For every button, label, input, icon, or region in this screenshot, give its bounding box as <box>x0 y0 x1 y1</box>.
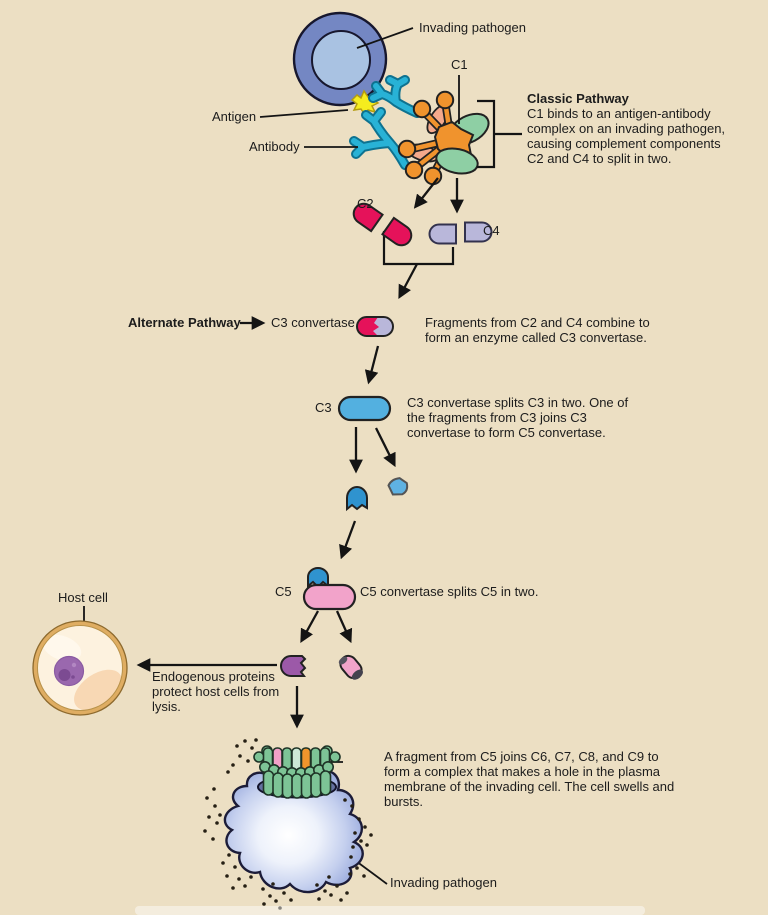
c3-capsule <box>337 395 392 422</box>
label-host-cell: Host cell <box>58 590 108 605</box>
text-mac-description: A fragment from C5 joins C6, C7, C8, and… <box>384 749 675 809</box>
label-c2: C2 <box>357 196 374 211</box>
arrow-to-c3-convertase <box>398 263 419 300</box>
arrow-fragment-to-c5 <box>339 520 357 560</box>
c3-convertase-capsule <box>356 316 394 337</box>
text-c3-description: C3 convertase splits C3 in two. One of t… <box>407 395 629 440</box>
c5-fragments <box>280 654 363 680</box>
line-invading-pathogen-top <box>356 27 414 49</box>
burst-dots <box>203 738 373 910</box>
arrow-c1-to-c2 <box>413 177 439 209</box>
label-antigen: Antigen <box>212 109 257 124</box>
label-c3: C3 <box>315 400 332 415</box>
invading-pathogen-top <box>292 11 388 107</box>
arrow-c5-split-left <box>300 610 320 644</box>
label-antibody: Antibody <box>249 139 300 154</box>
antibody-shapes <box>349 75 422 170</box>
membrane-attack-complex <box>253 745 341 799</box>
c5-convertase <box>302 567 357 611</box>
text-classic-pathway-description: C1 binds to an antigen-antibody complex … <box>527 106 726 166</box>
c3-fragments <box>346 477 409 512</box>
line-antigen <box>259 109 349 118</box>
c2-fragments <box>352 202 413 247</box>
label-invading-pathogen-bottom: Invading pathogen <box>390 875 497 890</box>
classic-pathway-bracket <box>477 99 522 169</box>
label-invading-pathogen-top: Invading pathogen <box>419 20 526 35</box>
bottom-highlight <box>135 906 645 915</box>
label-c5: C5 <box>275 584 292 599</box>
label-classic-pathway-title: Classic Pathway <box>527 91 629 106</box>
host-cell <box>32 620 128 716</box>
arrow-c3conv-to-c3 <box>364 345 380 385</box>
c1-complex <box>397 90 490 186</box>
label-c3-convertase: C3 convertase <box>271 315 355 330</box>
c4-fragments <box>428 221 493 245</box>
flow-arrows <box>136 177 464 729</box>
label-alternate-pathway: Alternate Pathway <box>128 315 241 330</box>
label-c4: C4 <box>483 223 500 238</box>
text-c3-convertase-description: Fragments from C2 and C4 combine to form… <box>425 315 650 345</box>
arrow-c3-split-right <box>374 427 396 468</box>
arrow-c5-split-right <box>335 610 353 644</box>
text-endogenous-description: Endogenous proteins protect host cells f… <box>152 669 280 714</box>
text-c5-description: C5 convertase splits C5 in two. <box>360 584 539 599</box>
c2-c4-bracket <box>382 231 455 266</box>
label-c1: C1 <box>451 57 468 72</box>
